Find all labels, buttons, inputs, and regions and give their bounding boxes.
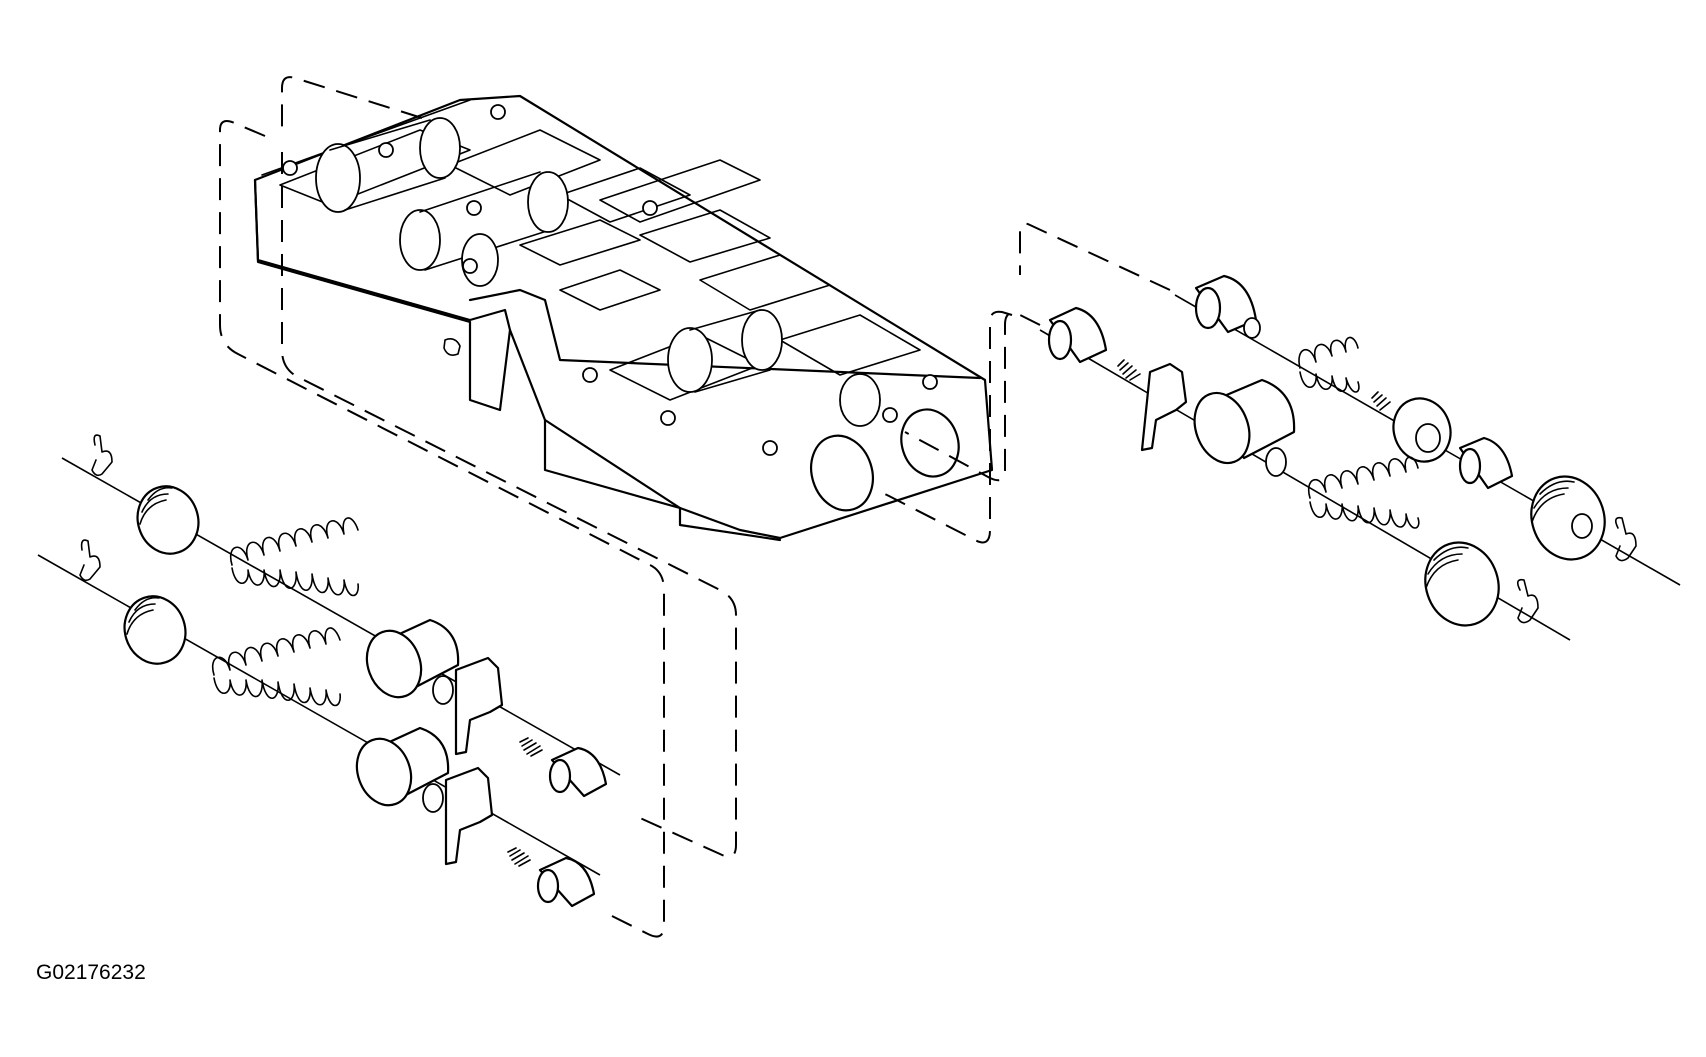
retainer-clip-upper-left	[91, 434, 113, 477]
retainer-clip-right-lower	[1516, 578, 1539, 624]
end-plug-lower-left	[123, 595, 187, 665]
valve-body-casting	[253, 94, 994, 542]
small-plug-lower-left	[536, 856, 596, 908]
small-plug-right-left	[1047, 306, 1108, 364]
spring-right-top	[1298, 336, 1360, 393]
small-plug-right-middle	[1458, 436, 1514, 490]
valve-spool-upper-left	[365, 618, 460, 705]
end-plug-upper-left	[136, 485, 200, 555]
spring-right-lower	[1307, 456, 1420, 529]
small-spring-lower-left	[507, 847, 531, 867]
figure-id-label: G02176232	[36, 961, 146, 984]
end-plug-right-top	[1530, 475, 1606, 561]
spring-upper-left	[229, 517, 359, 597]
small-spring-right-top	[1371, 391, 1391, 411]
retainer-clip-lower-left	[79, 539, 101, 582]
spring-lower-left	[211, 627, 341, 707]
end-plug-right-lower	[1424, 541, 1500, 627]
right-lower-valve-train	[1039, 306, 1571, 641]
retainer-clip-right-top	[1614, 516, 1637, 562]
left-lower-valve-train	[37, 539, 601, 908]
valve-spool-lower-left	[355, 726, 450, 813]
small-plug-right-top	[1194, 274, 1261, 339]
left-upper-valve-train	[61, 434, 621, 798]
small-spring-right-left	[1117, 359, 1141, 381]
valve-sleeve-lower-left	[444, 766, 494, 866]
small-plug-upper-left	[548, 746, 608, 798]
small-spring-upper-left	[519, 737, 543, 757]
retainer-cup-right	[1392, 397, 1452, 463]
assembly-guide-lines	[219, 76, 1171, 938]
valve-sleeve-upper-left	[454, 656, 504, 756]
right-upper-valve-train	[1174, 274, 1681, 586]
valve-sleeve-right	[1140, 362, 1188, 452]
valve-spool-right	[1193, 378, 1296, 477]
